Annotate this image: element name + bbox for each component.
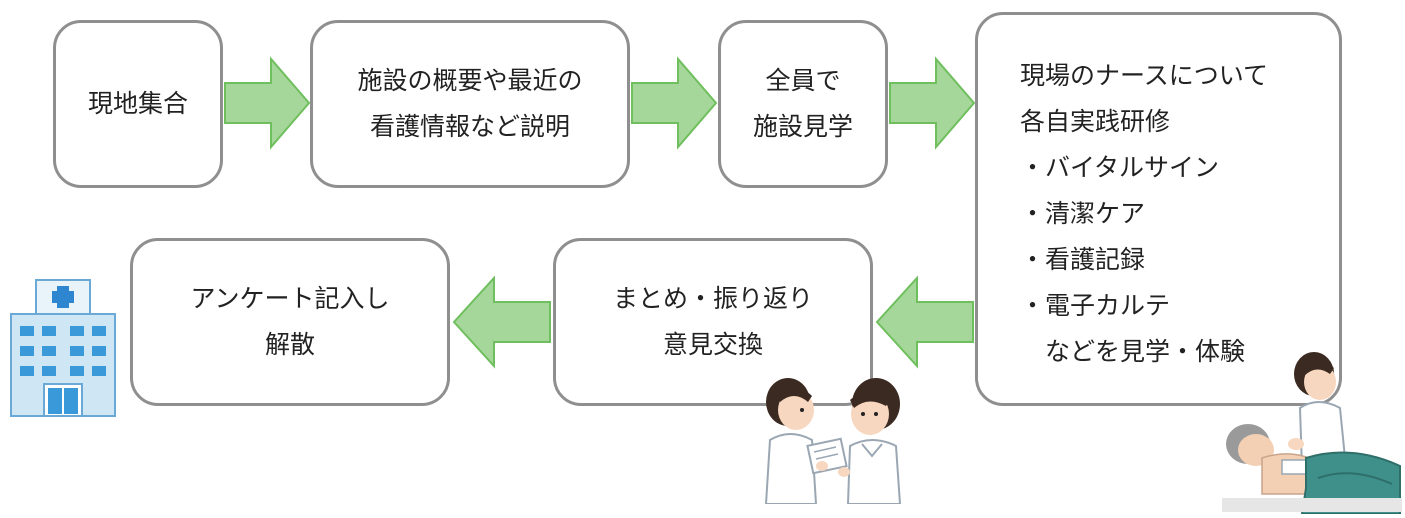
step-text: 看護情報など説明 (369, 112, 570, 141)
arrow-right-icon (224, 56, 311, 150)
arrow-left-icon (452, 275, 551, 369)
step-box-practical-training: 現場のナースについて 各自実践研修 ・バイタルサイン ・清潔ケア ・看護記録 ・… (975, 12, 1342, 406)
step-text: ・看護記録 (1020, 245, 1146, 274)
step-box-review: まとめ・振り返り 意見交換 (553, 238, 873, 406)
step-box-explanation: 施設の概要や最近の 看護情報など説明 (310, 20, 630, 188)
step-text: 全員で (765, 66, 841, 95)
hospital-building-icon (10, 279, 116, 417)
step-text: などを見学・体験 (1020, 337, 1246, 366)
step-box-facility-tour: 全員で 施設見学 (718, 20, 888, 188)
nurse-caring-patient-icon (1222, 352, 1402, 514)
nurses-talking-icon (764, 378, 902, 504)
arrow-right-icon (631, 56, 718, 150)
step-text: 現場のナースについて (1020, 61, 1269, 90)
step-text: 解散 (264, 330, 315, 359)
step-text: 意見交換 (662, 330, 763, 359)
step-text: まとめ・振り返り (612, 284, 813, 313)
step-box-gather: 現地集合 (53, 20, 223, 188)
step-box-survey-dismiss: アンケート記入し 解散 (130, 238, 450, 406)
step-text: ・バイタルサイン (1020, 153, 1220, 182)
step-text: 施設の概要や最近の (357, 66, 583, 95)
arrow-left-icon (875, 275, 974, 369)
arrow-right-icon (889, 56, 976, 150)
step-text: 施設見学 (752, 112, 853, 141)
step-text: 各自実践研修 (1020, 107, 1171, 136)
step-text: ・清潔ケア (1020, 199, 1146, 228)
step-text: ・電子カルテ (1020, 291, 1171, 320)
step-text: アンケート記入し (190, 284, 390, 313)
step-text: 現地集合 (87, 89, 188, 118)
